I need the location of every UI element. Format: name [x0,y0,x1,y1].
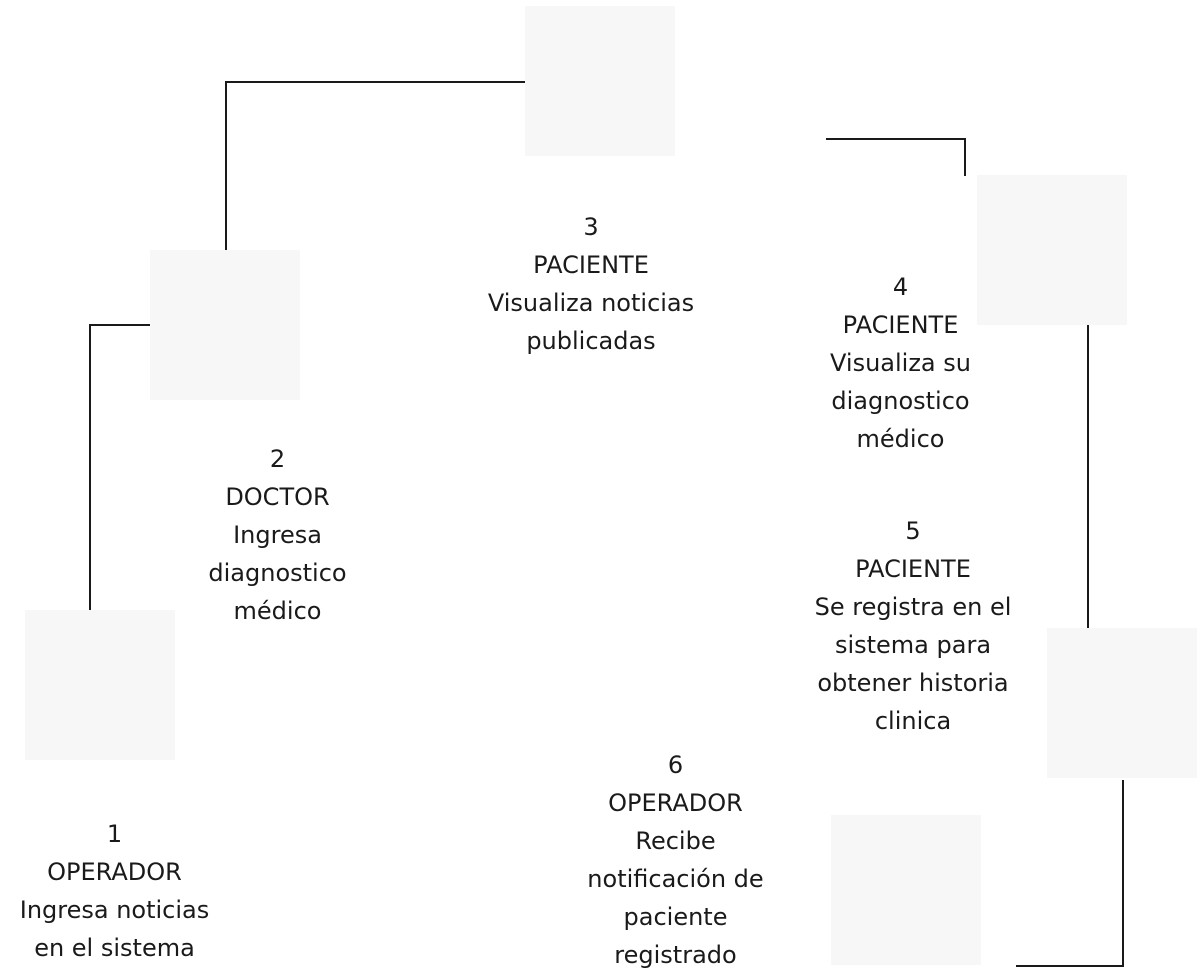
node-desc-line: Visualiza noticias [487,289,695,317]
node-role: PACIENTE [842,311,959,339]
node-desc-line: diagnostico [208,559,347,587]
node-desc-line: obtener historia [817,669,1009,697]
node-desc-line: Recibe [635,827,716,855]
node-desc-line: registrado [614,941,737,969]
node-desc-line: Visualiza su [830,349,971,377]
node-6-icon [831,815,981,965]
node-step: 4 [892,273,909,301]
node-1-icon [25,610,175,760]
node-6-label: 6 OPERADOR Recibe notificación de pacien… [553,746,798,974]
node-desc-line: publicadas [526,327,656,355]
node-1-label: 1 OPERADOR Ingresa noticias en el sistem… [2,815,227,967]
node-step: 6 [667,751,684,779]
node-role: OPERADOR [608,789,743,817]
connector-5-6 [1016,780,1124,967]
node-5-icon [1047,628,1197,778]
node-step: 3 [583,213,599,241]
node-desc-line: clinica [874,707,952,735]
node-desc-line: en el sistema [34,934,195,962]
node-desc-line: notificación de [587,865,764,893]
node-5-label: 5 PACIENTE Se registra en el sistema par… [788,512,1038,740]
node-4-icon [977,175,1127,325]
node-2-icon [150,250,300,400]
node-3-icon [525,6,675,156]
node-step: 1 [106,820,123,848]
connector-1-2 [89,324,152,610]
node-desc-line: sistema para [834,631,992,659]
node-2-label: 2 DOCTOR Ingresa diagnostico médico [165,440,390,630]
node-desc-line: Ingresa [233,521,322,549]
node-step: 5 [905,517,921,545]
node-desc-line: Se registra en el [814,593,1012,621]
node-4-label: 4 PACIENTE Visualiza su diagnostico médi… [788,268,1013,458]
node-desc-line: médico [856,425,945,453]
node-desc-line: diagnostico [831,387,970,415]
node-step: 2 [269,445,286,473]
node-role: DOCTOR [225,483,330,511]
connector-3-4 [826,138,966,176]
node-role: OPERADOR [47,858,182,886]
node-role: PACIENTE [855,555,971,583]
node-role: PACIENTE [533,251,649,279]
node-desc-line: Ingresa noticias [19,896,210,924]
node-desc-line: médico [233,597,322,625]
node-3-label: 3 PACIENTE Visualiza noticias publicadas [466,208,716,360]
node-desc-line: paciente [623,903,728,931]
connector-2-3 [225,81,527,250]
